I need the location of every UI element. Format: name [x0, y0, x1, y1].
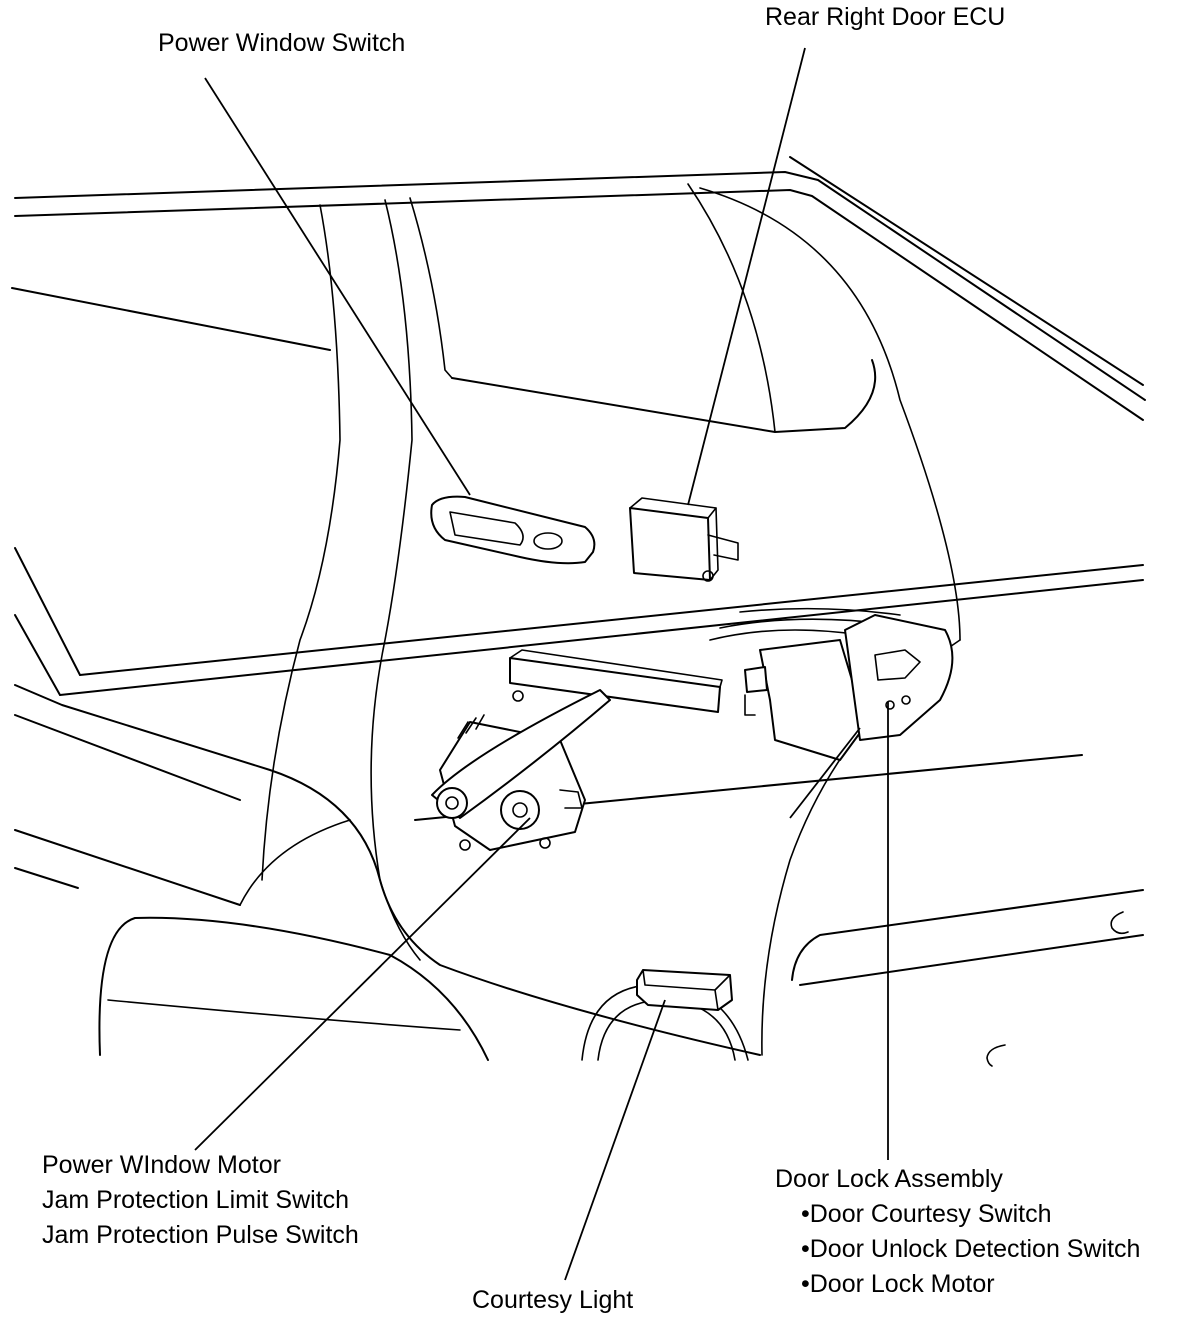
vehicle-body-outline [11, 156, 1146, 1067]
rear-right-door-ecu-label: Rear Right Door ECU [765, 3, 1006, 31]
rear-right-door-ecu-part [629, 497, 739, 582]
leader-lines [194, 47, 889, 1281]
jam-protection-limit-switch-label: Jam Protection Limit Switch [42, 1186, 350, 1214]
jam-protection-pulse-switch-label: Jam Protection Pulse Switch [42, 1221, 359, 1249]
door-lock-assembly-label-group: Door Lock Assembly •Door Courtesy Switch… [775, 1162, 1140, 1302]
power-window-motor-label-group: Power WIndow Motor Jam Protection Limit … [42, 1148, 359, 1253]
door-lock-assembly-part [709, 607, 954, 761]
power-window-motor-part [431, 649, 723, 851]
door-lock-assembly-label: Door Lock Assembly [775, 1165, 1003, 1193]
door-courtesy-switch-label: •Door Courtesy Switch [801, 1200, 1052, 1228]
leader-power-window-motor [194, 817, 531, 1151]
door-lock-motor-label: •Door Lock Motor [801, 1270, 995, 1298]
courtesy-light-label: Courtesy Light [472, 1286, 634, 1314]
leader-rear-right-door-ecu [687, 47, 806, 506]
leader-courtesy-light [564, 999, 666, 1281]
power-window-motor-label: Power WIndow Motor [42, 1151, 281, 1179]
leader-power-window-switch [204, 77, 471, 496]
power-window-switch-label: Power Window Switch [158, 29, 406, 57]
courtesy-light-part [636, 969, 733, 1011]
door-unlock-detection-switch-label: •Door Unlock Detection Switch [801, 1235, 1141, 1263]
power-window-switch-part [430, 495, 596, 565]
leader-door-courtesy-switch [789, 727, 861, 819]
